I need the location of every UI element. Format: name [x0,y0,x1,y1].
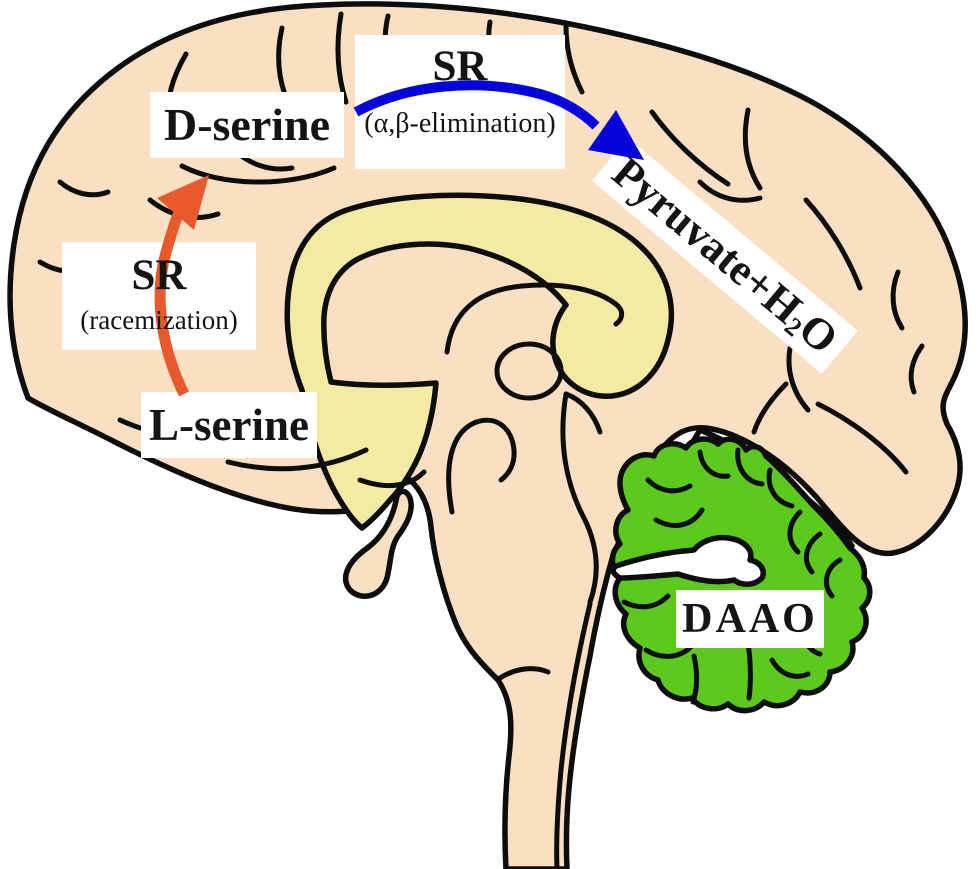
temporal-sulcus-line [225,447,369,472]
fourth-ventricle-line [554,601,593,869]
d-serine-label: D-serine [163,99,331,150]
racemization-arrow-shaft [154,207,189,397]
sr-elimination-enzyme-text: SR [432,43,488,90]
l-serine-label: L-serine [149,399,309,450]
daao-label: DAAO [682,596,818,642]
fornix-line [444,282,625,355]
sr-racemization-enzyme-text: SR [131,252,187,299]
sr-elimination-label: SR (α,β-elimination) [355,35,565,169]
daao-label-box [676,590,824,648]
colliculus-line [563,391,603,435]
elimination-arrowhead [588,110,644,160]
corpus-callosum-shape [284,192,675,531]
sr-racemization-label: SR (racemization) [62,242,256,350]
pituitary-shape [343,488,414,599]
l-serine-label-box [141,392,317,458]
sr-racemization-reaction-text: (racemization) [80,305,238,335]
d-serine-label-box [150,92,344,158]
cerebellum-notch-shape [610,534,766,587]
midbrain-arch-line [446,417,517,515]
elimination-arrow-shaft [353,80,600,130]
sr-elimination-reaction-text: (α,β-elimination) [364,108,556,139]
reaction-arrows [154,80,644,397]
pyruvate-label-box [592,138,858,374]
cerebrum-brainstem-shape [7,1,968,869]
racemization-arrowhead [157,175,209,230]
pons-notch-line [497,666,551,681]
aqueduct-line [560,391,599,605]
parahippocampal-line [357,469,427,488]
inner-anatomy-lines [225,282,625,869]
thalamus-circle [494,341,564,401]
